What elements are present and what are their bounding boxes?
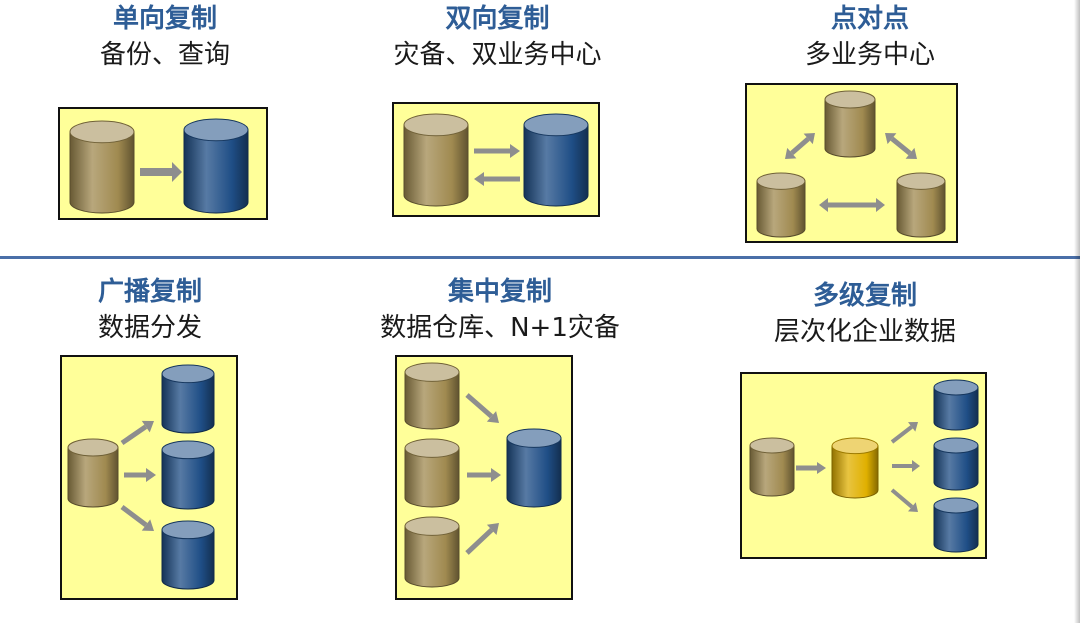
database-cylinder-tan bbox=[404, 516, 460, 588]
diagram-panel bbox=[60, 355, 238, 600]
diagram-panel bbox=[58, 107, 268, 220]
diagram-subtitle: 备份、查询 bbox=[99, 40, 230, 70]
database-cylinder-blue bbox=[161, 520, 215, 590]
diagram-canvas bbox=[403, 113, 589, 207]
diagram-title: 单向复制 bbox=[112, 4, 217, 34]
diagram-subtitle: 灾备、双业务中心 bbox=[393, 40, 602, 70]
diagram-title: 集中复制 bbox=[447, 277, 552, 307]
diagram-subtitle: 数据仓库、N+1灾备 bbox=[380, 313, 620, 343]
database-cylinder-blue bbox=[161, 440, 215, 510]
arrow-icon bbox=[890, 422, 918, 444]
diagram-subtitle: 数据分发 bbox=[97, 313, 202, 343]
database-cylinder-tan bbox=[404, 438, 460, 508]
diagram-panel bbox=[745, 83, 958, 243]
diagram-broadcast-replication: 广播复制 数据分发 bbox=[40, 275, 260, 605]
database-cylinder-blue bbox=[933, 379, 979, 431]
diagram-title: 广播复制 bbox=[97, 277, 202, 307]
diagram-canvas bbox=[69, 118, 249, 214]
diagram-title: 点对点 bbox=[830, 4, 909, 34]
diagram-title: 双向复制 bbox=[445, 4, 550, 34]
database-cylinder-blue bbox=[933, 437, 979, 491]
database-cylinder-tan bbox=[749, 437, 795, 497]
arrow-icon bbox=[120, 420, 154, 446]
diagram-multi-level-replication: 多级复制 层次化企业数据 bbox=[730, 275, 1000, 575]
arrow-icon bbox=[474, 172, 520, 186]
arrow-icon bbox=[785, 133, 815, 159]
diagram-canvas bbox=[756, 90, 946, 238]
section-divider bbox=[0, 256, 1080, 259]
database-cylinder-tan bbox=[404, 362, 460, 430]
arrow-icon bbox=[120, 505, 154, 531]
database-cylinder-gold bbox=[831, 437, 879, 499]
database-cylinder-tan bbox=[896, 172, 946, 238]
diagram-canvas bbox=[749, 379, 979, 553]
arrow-icon bbox=[819, 198, 885, 212]
arrow-icon bbox=[465, 393, 499, 423]
arrow-icon bbox=[890, 488, 918, 512]
diagram-canvas bbox=[404, 362, 562, 588]
database-cylinder-tan bbox=[824, 90, 876, 158]
arrow-icon bbox=[124, 468, 156, 482]
diagram-one-way-replication: 单向复制 备份、查询 bbox=[40, 0, 290, 240]
arrow-icon bbox=[474, 144, 520, 158]
arrow-icon bbox=[885, 133, 917, 159]
diagram-panel bbox=[395, 355, 573, 600]
arrow-icon bbox=[892, 460, 920, 472]
diagram-canvas bbox=[67, 364, 215, 590]
diagram-subtitle: 层次化企业数据 bbox=[773, 317, 956, 347]
arrow-icon bbox=[140, 162, 182, 182]
diagram-panel bbox=[392, 102, 600, 217]
database-cylinder-blue bbox=[506, 428, 562, 508]
database-cylinder-blue bbox=[523, 113, 589, 207]
database-cylinder-tan bbox=[69, 120, 135, 214]
database-cylinder-blue bbox=[933, 497, 979, 553]
diagram-centralized-replication: 集中复制 数据仓库、N+1灾备 bbox=[360, 275, 640, 605]
arrow-icon bbox=[467, 468, 501, 482]
arrow-icon bbox=[796, 462, 826, 474]
diagram-two-way-replication: 双向复制 灾备、双业务中心 bbox=[370, 0, 625, 240]
database-cylinder-tan bbox=[67, 438, 119, 508]
database-cylinder-blue bbox=[183, 118, 249, 214]
diagram-subtitle: 多业务中心 bbox=[804, 40, 935, 70]
database-cylinder-tan bbox=[756, 172, 806, 238]
database-cylinder-blue bbox=[161, 364, 215, 434]
diagram-peer-to-peer: 点对点 多业务中心 bbox=[730, 0, 1010, 245]
diagram-panel bbox=[740, 372, 987, 559]
diagram-title: 多级复制 bbox=[812, 281, 917, 311]
database-cylinder-tan bbox=[403, 113, 469, 207]
arrow-icon bbox=[465, 523, 499, 555]
edge-shadow bbox=[1074, 0, 1080, 623]
